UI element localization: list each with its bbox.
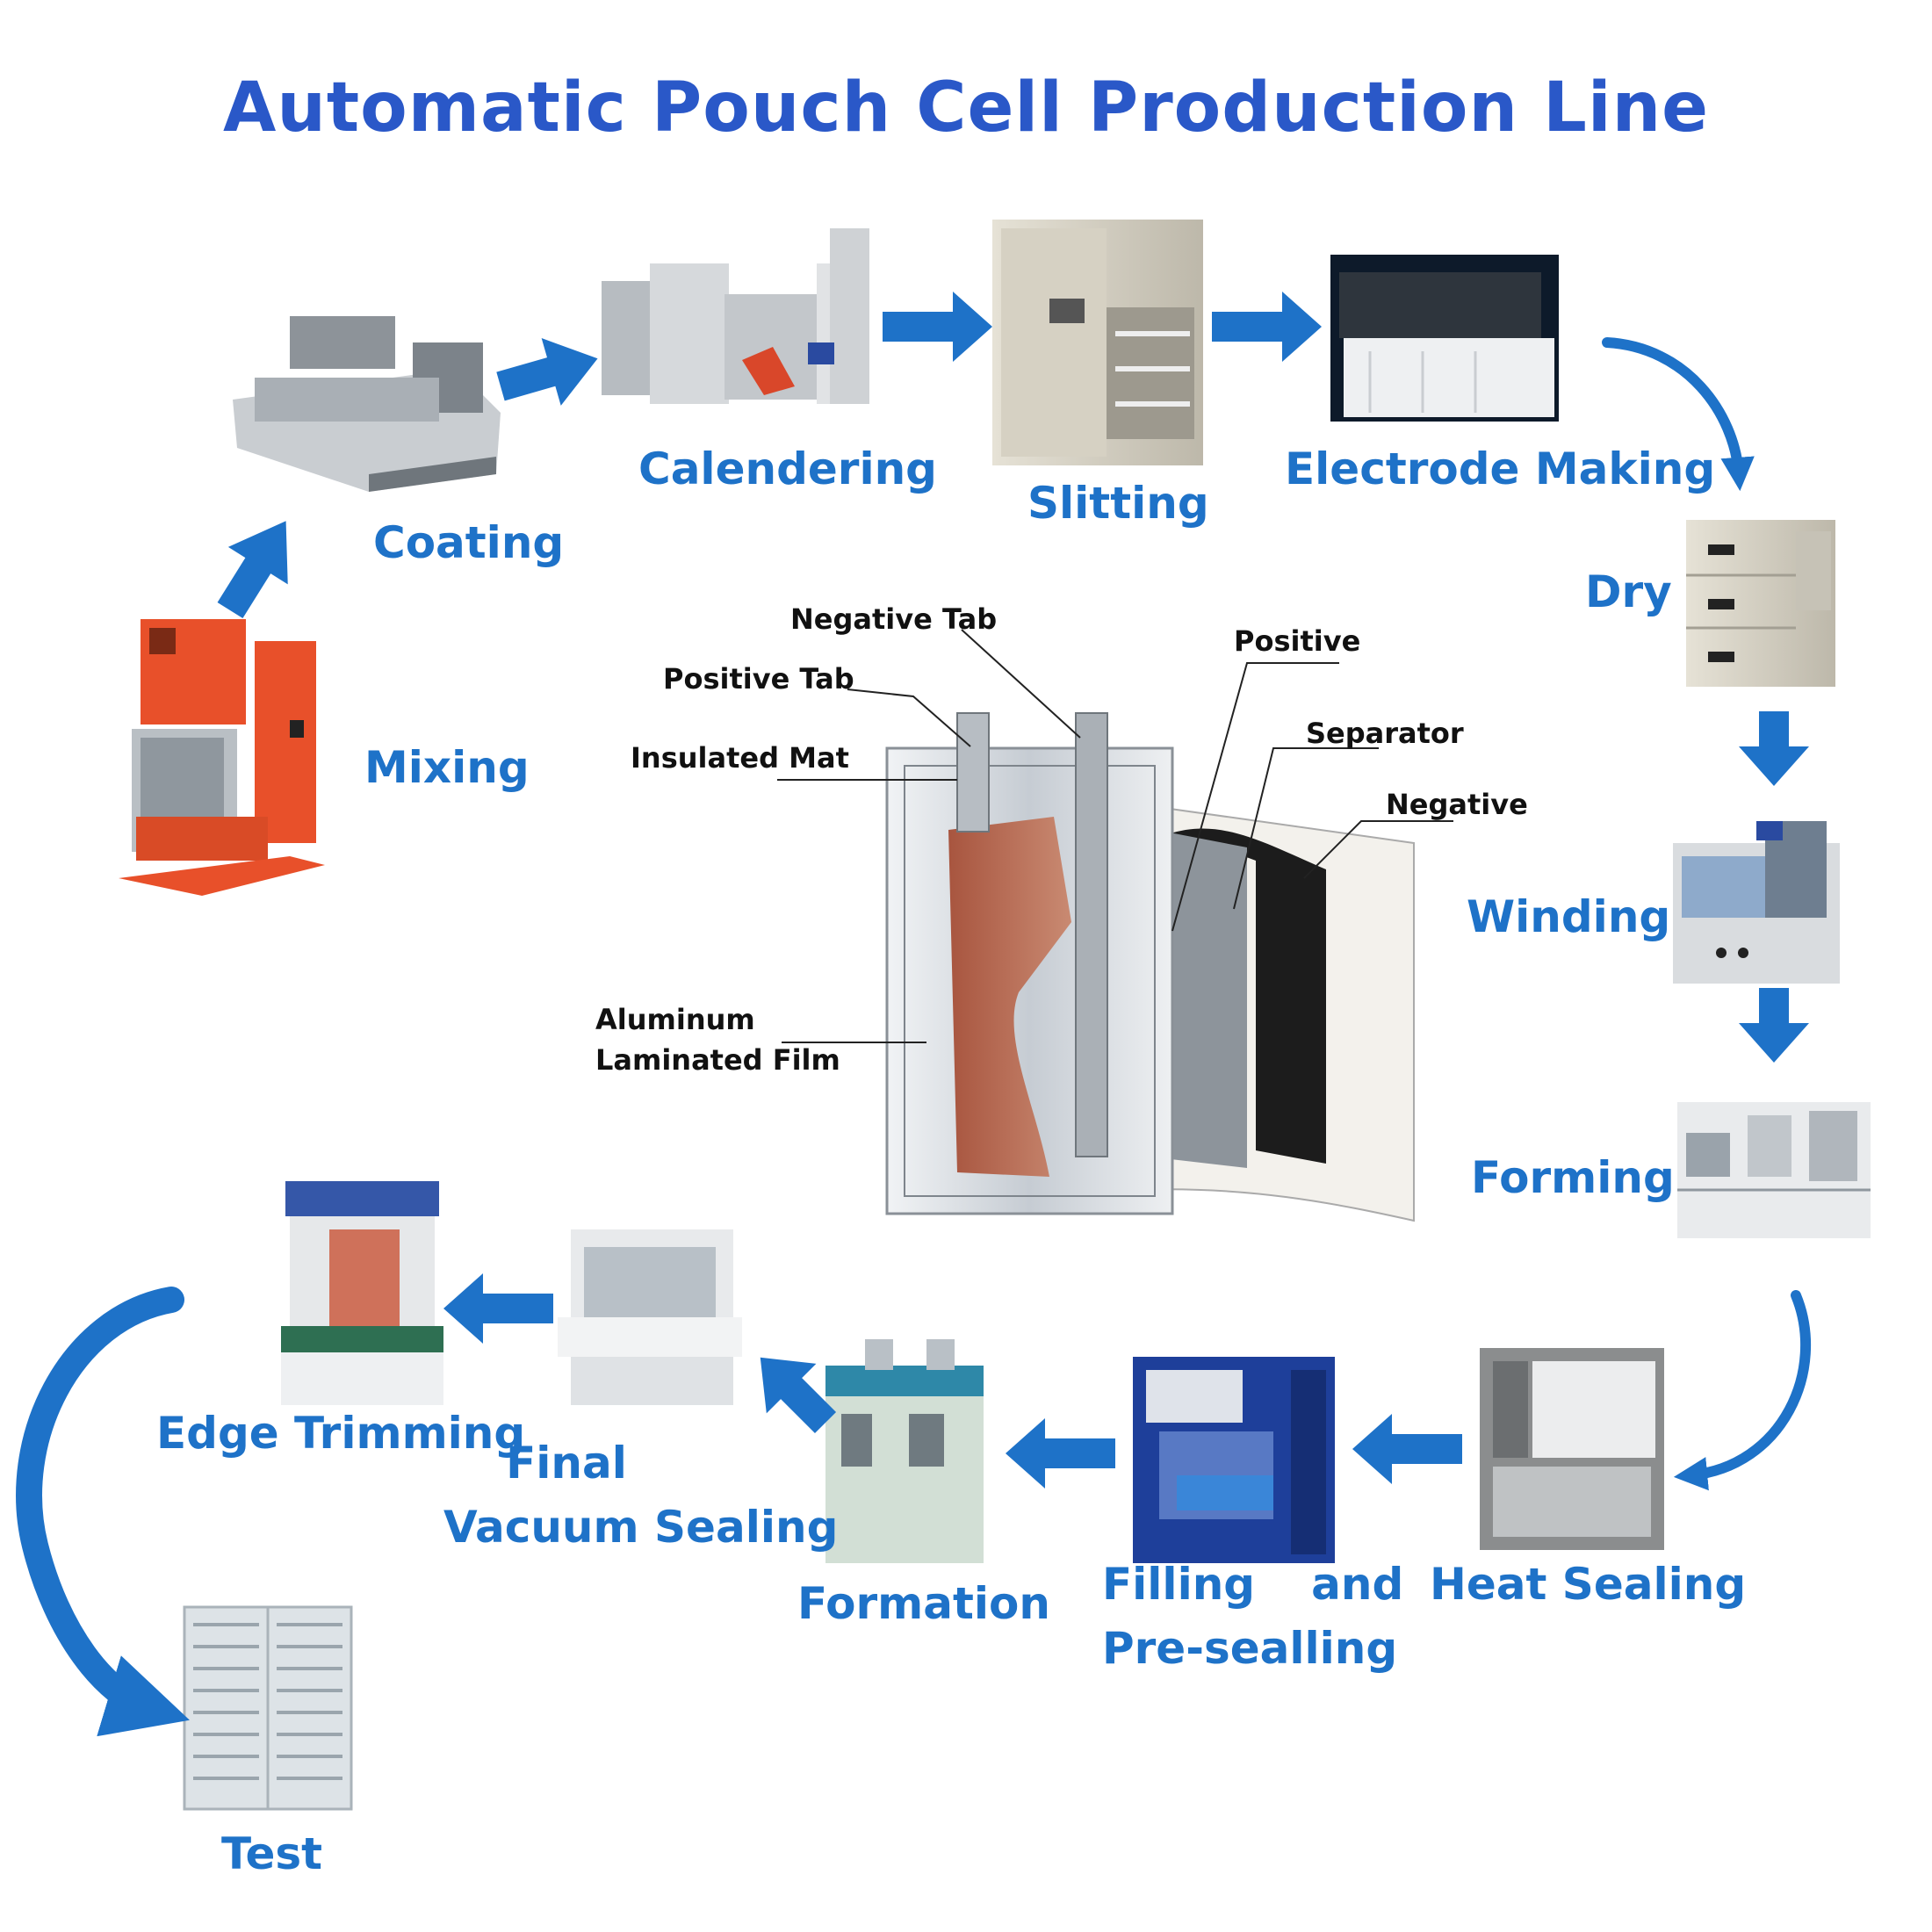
arrow-dry-to-winding [1739, 711, 1809, 786]
step-label-filling-pre-sealing: Filling and Pre-sealling [1102, 1553, 1403, 1680]
label-aluminum-laminated-film: Aluminum Laminated Film [595, 999, 840, 1081]
dry-machine-image [1686, 520, 1835, 687]
step-label-filling-line2: Pre-sealling [1102, 1622, 1398, 1674]
step-label-filling-line1: Filling and [1102, 1553, 1403, 1617]
step-label-mixing: Mixing [364, 742, 530, 793]
filling-and-word: and [1311, 1559, 1404, 1610]
label-aluminum-line1: Aluminum [595, 1003, 755, 1036]
label-positive: Positive [1234, 624, 1361, 658]
arrow-slitting-to-electrode [1212, 292, 1322, 362]
step-label-final-line2: Vacuum Sealing [443, 1501, 839, 1553]
label-positive-tab: Positive Tab [663, 662, 854, 696]
step-label-edge-trimming: Edge Trimming [156, 1408, 526, 1459]
step-label-slitting: Slitting [1027, 478, 1209, 529]
step-label-electrode-making: Electrode Making [1285, 443, 1716, 494]
mixing-machine-image [119, 619, 325, 896]
slitting-machine-image [992, 220, 1203, 465]
formation-machine-image [825, 1339, 984, 1563]
label-negative: Negative [1386, 788, 1528, 821]
step-label-forming: Forming [1471, 1152, 1675, 1203]
electrode-making-machine-image [1330, 255, 1559, 422]
step-label-winding: Winding [1467, 891, 1671, 942]
filling-word: Filling [1102, 1559, 1256, 1610]
step-label-calendering: Calendering [638, 443, 937, 494]
leader-positive-tab [847, 688, 971, 747]
page-title: Automatic Pouch Cell Production Line [222, 68, 1710, 148]
label-insulated-mat: Insulated Mat [631, 741, 849, 775]
step-label-heat-sealing: Heat Sealing [1430, 1559, 1747, 1610]
test-machine-image [183, 1605, 353, 1811]
heat-sealing-machine-image [1480, 1348, 1664, 1550]
leader-separator [1233, 747, 1379, 910]
arrow-filling-to-formation [1006, 1418, 1115, 1489]
label-negative-tab: Negative Tab [790, 602, 998, 636]
label-aluminum-line2: Laminated Film [595, 1043, 840, 1078]
label-separator: Separator [1306, 717, 1464, 750]
forming-machine-image [1677, 1102, 1871, 1238]
calendering-machine-image [602, 228, 869, 404]
leader-negative-tab [961, 629, 1081, 739]
leader-positive [1171, 662, 1339, 932]
edge-trimming-machine-image [281, 1181, 443, 1405]
arrow-formation-to-final [760, 1357, 837, 1434]
step-label-dry: Dry [1585, 566, 1672, 617]
arrow-edge-to-test [16, 1287, 190, 1737]
step-label-formation: Formation [797, 1578, 1050, 1629]
arrow-forming-to-heat [1673, 1290, 1812, 1491]
coating-machine-image [233, 316, 501, 492]
step-label-test: Test [221, 1828, 323, 1879]
step-label-final-line1: Final [506, 1438, 627, 1489]
arrow-calendering-to-slitting [883, 292, 992, 362]
arrow-coating-to-calendering [496, 338, 598, 406]
arrow-mixing-to-coating [217, 521, 288, 619]
arrow-heat-to-filling [1352, 1414, 1462, 1484]
leader-negative [1303, 820, 1453, 879]
step-label-final-vacuum-sealing: Final Vacuum Sealing [443, 1431, 839, 1559]
pouch-cell-diagram [777, 629, 1453, 1222]
arrow-winding-to-forming [1739, 988, 1809, 1063]
final-vacuum-sealing-machine-image [558, 1229, 742, 1405]
arrow-electrode-to-dry [1602, 337, 1755, 492]
winding-machine-image [1673, 821, 1840, 984]
filling-machine-image [1133, 1357, 1335, 1563]
step-label-coating: Coating [373, 517, 565, 568]
arrow-final-to-edge [443, 1273, 553, 1344]
